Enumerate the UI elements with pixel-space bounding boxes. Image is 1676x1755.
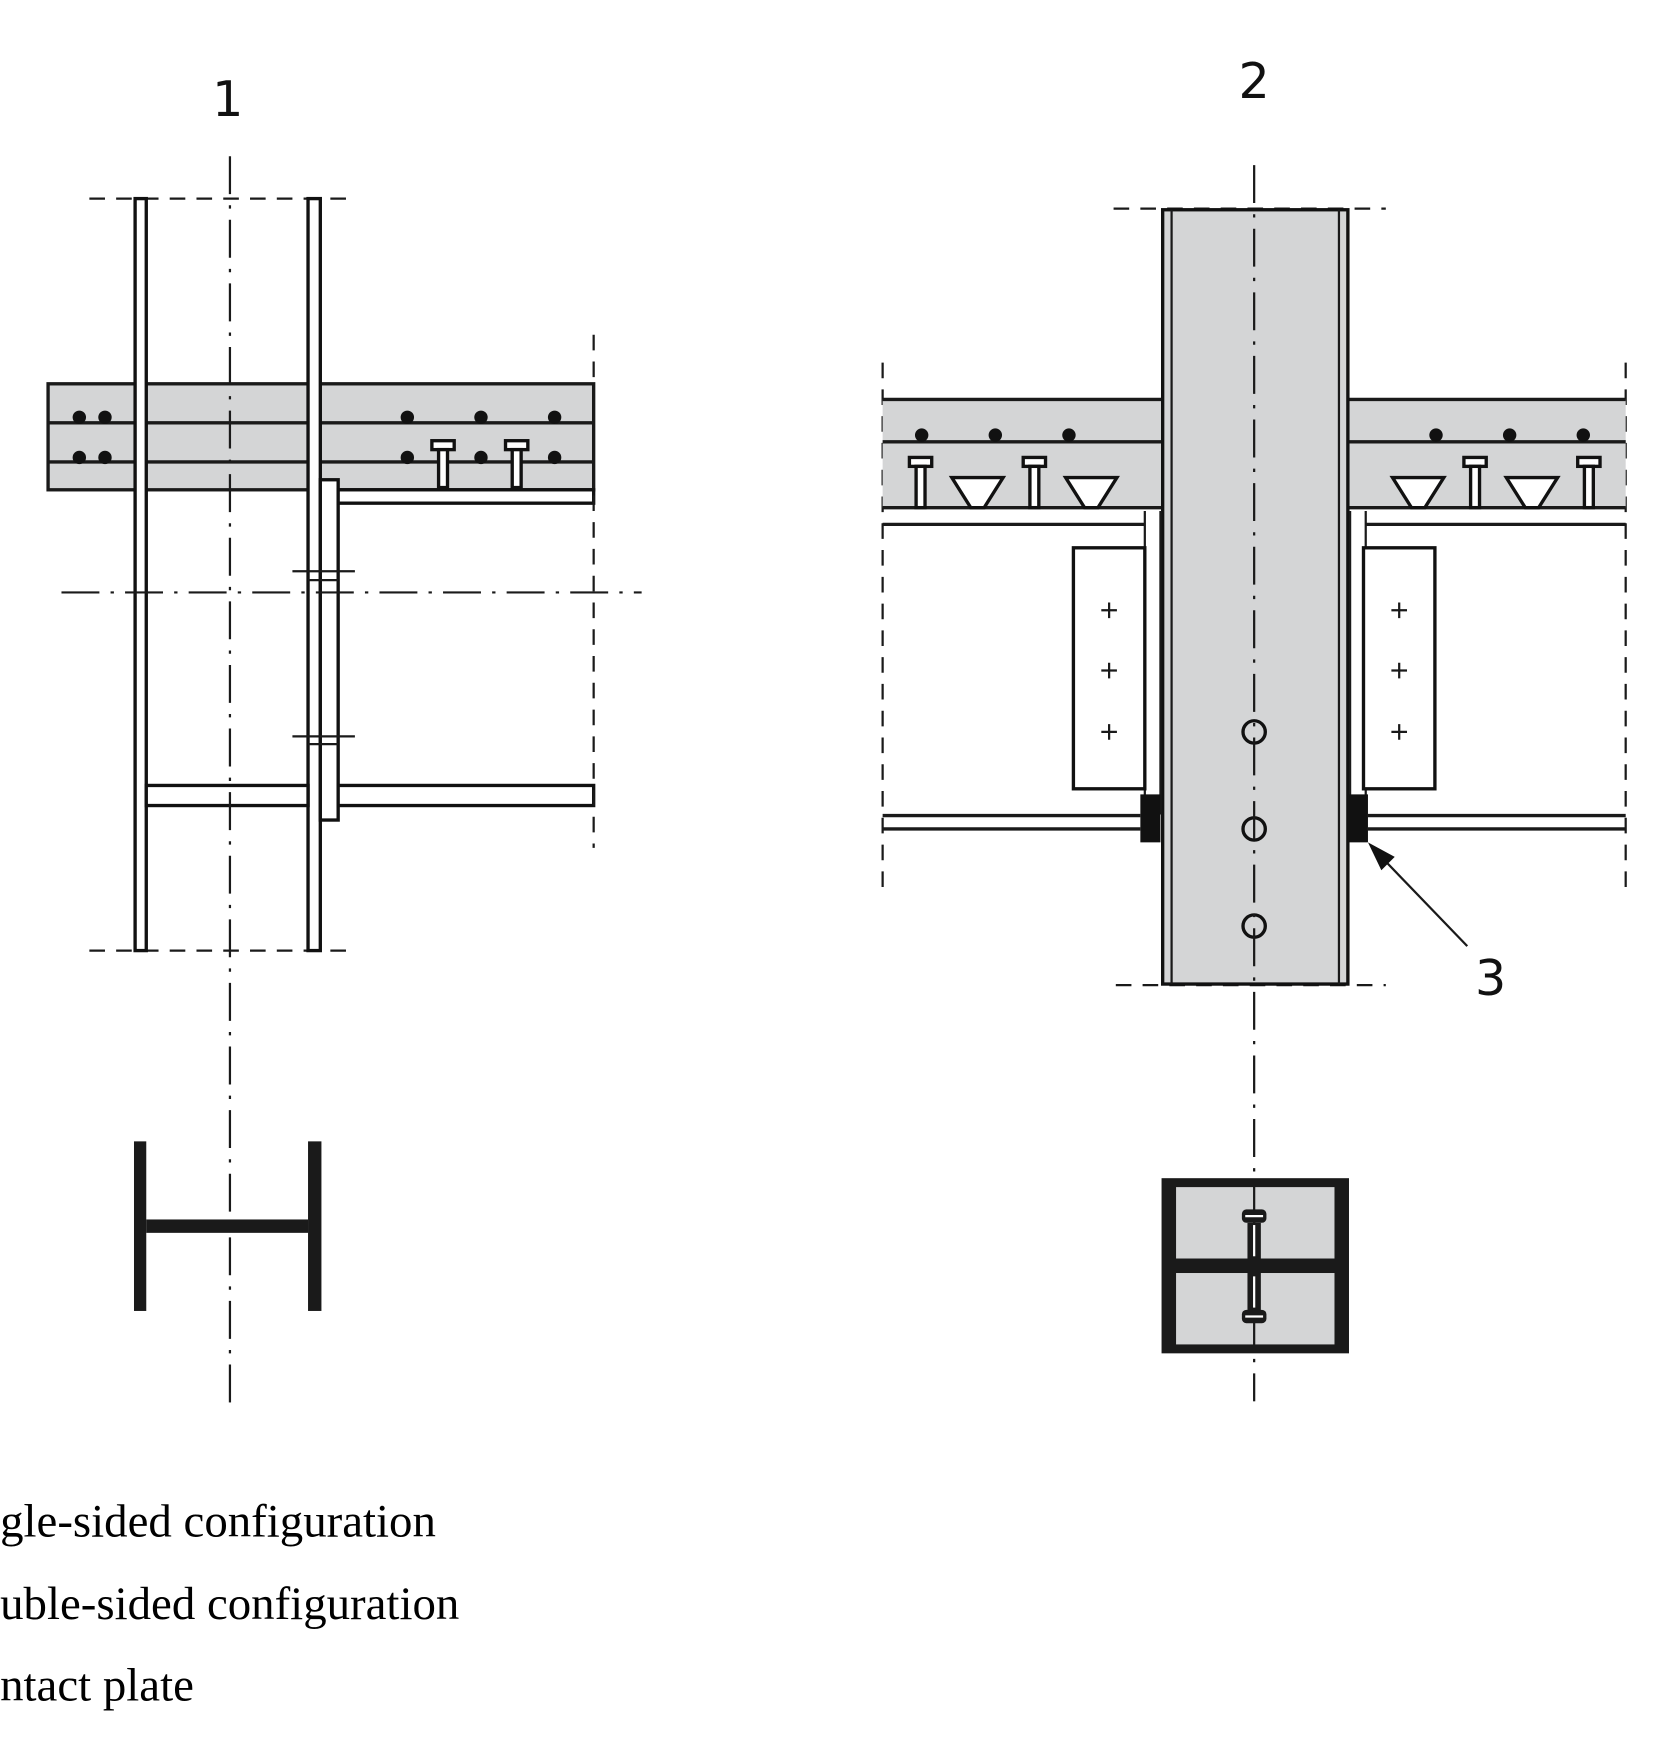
end-plate	[318, 478, 340, 822]
shear-studs	[907, 455, 1602, 510]
legend-item-1: gle-sided configuration	[0, 1495, 436, 1547]
slab-right	[1347, 399, 1626, 508]
double-sided-elevation: 3 2	[881, 52, 1627, 1402]
shear-studs	[430, 439, 530, 490]
legend-item-2: uble-sided configuration	[0, 1578, 459, 1630]
contact-plate-left	[1140, 794, 1161, 843]
bolt-crosses	[1101, 602, 1408, 740]
label-3: 3	[1475, 949, 1506, 1007]
single-sided-elevation: 1	[46, 70, 642, 1409]
composite-column-section	[1161, 1178, 1349, 1354]
deck-voids	[948, 475, 1561, 510]
bolt-markers	[292, 570, 355, 746]
column-flanges	[133, 196, 322, 953]
legend-item-3: ntact plate	[0, 1659, 194, 1711]
legend: gle-sided configuration uble-sided confi…	[0, 1495, 459, 1711]
slab-left	[882, 399, 1163, 508]
rebar-dots	[72, 410, 562, 465]
label-2: 2	[1239, 52, 1270, 110]
beam-bottom-flanges	[882, 813, 1626, 831]
contact-plate-right	[1347, 794, 1368, 843]
label-1: 1	[212, 70, 243, 128]
leader-line	[1377, 852, 1469, 947]
column-stiffener	[144, 783, 310, 808]
beam-bottom-flange	[336, 783, 596, 808]
rebar-dots	[914, 428, 1590, 442]
arrow-head-icon	[1367, 842, 1395, 871]
beam-top-flange	[336, 488, 596, 505]
h-section	[133, 1141, 322, 1311]
